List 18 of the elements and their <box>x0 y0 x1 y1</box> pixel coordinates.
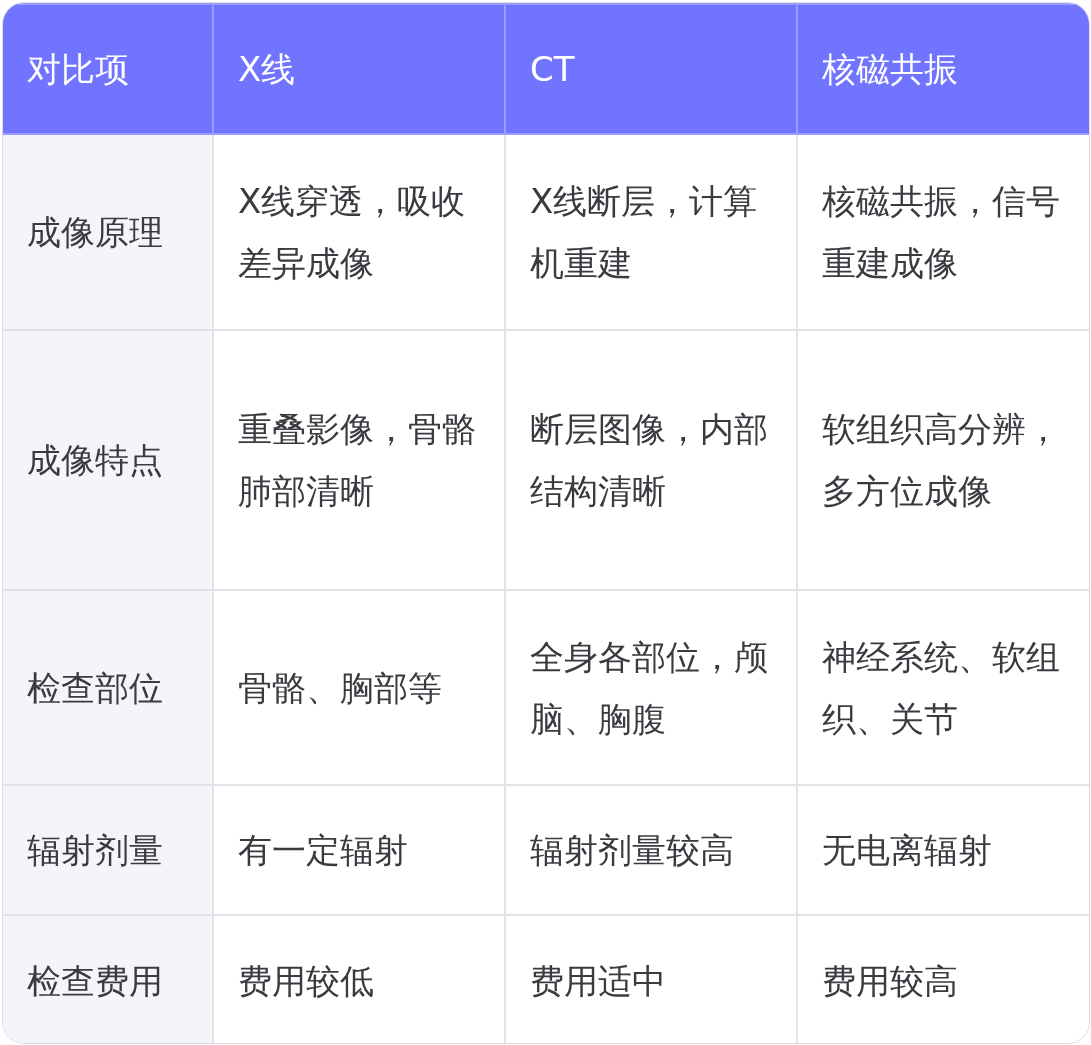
table-cell: X线断层，计算机重建 <box>505 134 797 330</box>
row-header: 成像原理 <box>3 134 213 330</box>
table-cell: 有一定辐射 <box>213 785 505 915</box>
column-header: CT <box>505 4 797 134</box>
table-cell: 断层图像，内部结构清晰 <box>505 330 797 590</box>
table-cell: 全身各部位，颅脑、胸腹 <box>505 590 797 785</box>
column-header: X线 <box>213 4 505 134</box>
row-header: 检查费用 <box>3 915 213 1043</box>
column-header: 对比项 <box>3 4 213 134</box>
row-header: 成像特点 <box>3 330 213 590</box>
table-cell: 费用较高 <box>797 915 1089 1043</box>
table-cell: 骨骼、胸部等 <box>213 590 505 785</box>
row-header: 检查部位 <box>3 590 213 785</box>
table-cell: 重叠影像，骨骼肺部清晰 <box>213 330 505 590</box>
column-header: 核磁共振 <box>797 4 1089 134</box>
table-cell: X线穿透，吸收差异成像 <box>213 134 505 330</box>
row-header: 辐射剂量 <box>3 785 213 915</box>
table-cell: 辐射剂量较高 <box>505 785 797 915</box>
